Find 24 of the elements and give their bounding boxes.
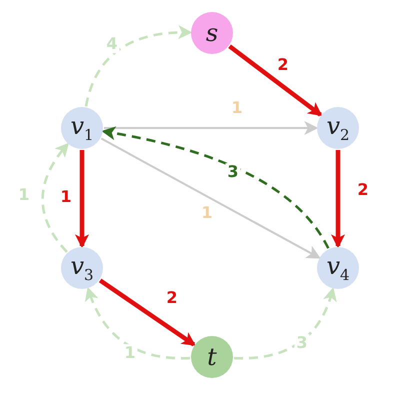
- graph-vertex: [317, 107, 359, 149]
- dashed-arrow: [234, 287, 336, 360]
- arrow: [104, 121, 318, 135]
- graph-vertex: [317, 247, 359, 289]
- vertex-label: t: [207, 345, 217, 369]
- dashed-arrow: [85, 286, 190, 360]
- graph-vertex: [61, 247, 103, 289]
- graph-vertex: [61, 107, 103, 149]
- dashed-arrow: [101, 126, 330, 249]
- dashed-arrow: [41, 142, 69, 253]
- arrow: [331, 150, 345, 248]
- arrow: [100, 138, 321, 259]
- vertex-label: v$_{4}$: [326, 254, 350, 282]
- arrow: [228, 44, 322, 117]
- vertex-label: s: [206, 21, 218, 45]
- dashed-arrow: [84, 26, 192, 107]
- edge-label: 4: [104, 35, 120, 53]
- vertex-label: v$_{3}$: [70, 254, 94, 282]
- graph-vertex: [191, 12, 233, 54]
- vertex-label: v$_{2}$: [326, 114, 350, 142]
- vertex-label: v$_{1}$: [70, 114, 94, 142]
- arrow: [98, 278, 196, 346]
- graph-vertex: [191, 336, 233, 378]
- arrow: [75, 150, 89, 248]
